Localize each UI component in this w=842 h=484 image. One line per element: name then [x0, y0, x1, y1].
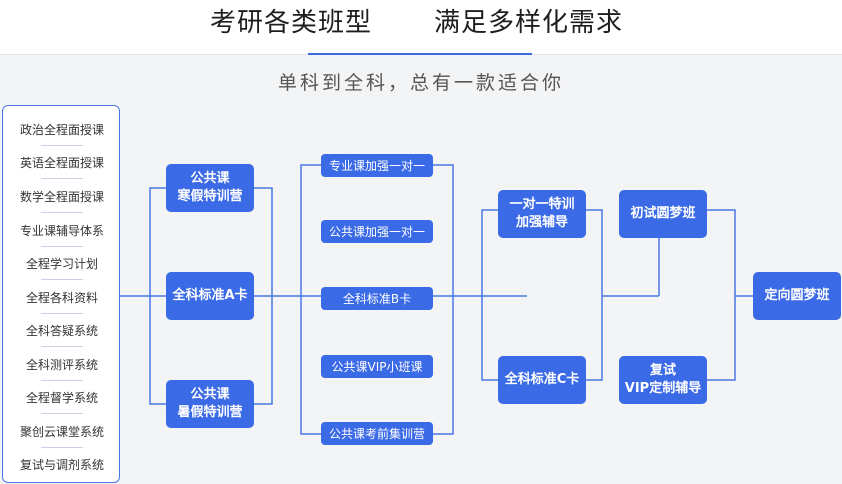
page-title-right: 满足多样化需求: [434, 8, 624, 38]
connector: [300, 164, 321, 435]
node-public-one-on-one: 公共课加强一对一: [321, 220, 433, 243]
service-divider: [41, 178, 83, 179]
service-divider: [41, 279, 83, 280]
connector: [586, 209, 603, 381]
node-intensive-camp: 公共课考前集训营: [321, 422, 433, 445]
service-item: 聚创云课堂系统: [19, 425, 104, 439]
node-major-one-on-one: 专业课加强一对一: [321, 154, 433, 177]
service-item: 复试与调剂系统: [19, 458, 104, 472]
node-directed-class: 定向圆梦班: [753, 272, 841, 320]
connector: [707, 209, 736, 381]
node-summer-camp: 公共课 暑假特训营: [166, 380, 254, 428]
connector: [149, 187, 166, 405]
service-divider: [41, 380, 83, 381]
service-item: 专业课辅导体系: [19, 224, 104, 238]
service-item: 数学全程面授课: [19, 190, 104, 204]
title-underline: [308, 53, 532, 55]
service-divider: [41, 212, 83, 213]
connector: [433, 164, 454, 435]
node-card-c: 全科标准C卡: [498, 356, 586, 404]
service-divider: [41, 145, 83, 146]
service-item: 全科测评系统: [25, 358, 98, 372]
service-divider: [41, 346, 83, 347]
page-title-left: 考研各类班型: [210, 8, 373, 38]
service-divider: [41, 447, 83, 448]
service-item: 全科答疑系统: [25, 324, 98, 338]
node-card-a: 全科标准A卡: [166, 272, 254, 320]
node-retest-vip: 复试 VIP定制辅导: [619, 356, 707, 404]
node-initial-exam-class: 初试圆梦班: [619, 190, 707, 238]
service-divider: [41, 313, 83, 314]
node-winter-camp: 公共课 寒假特训营: [166, 164, 254, 212]
service-item: 全程各科资料: [25, 291, 98, 305]
service-item: 英语全程面授课: [19, 156, 104, 170]
service-item: 全程学习计划: [25, 257, 98, 271]
service-item: 全程督学系统: [25, 391, 98, 405]
service-divider: [41, 413, 83, 414]
page-subtitle: 单科到全科，总有一款适合你: [277, 72, 564, 94]
service-divider: [41, 246, 83, 247]
services-panel: 政治全程面授课 英语全程面授课 数学全程面授课 专业课辅导体系 全程学习计划 全…: [2, 105, 120, 483]
header-band: 考研各类班型 满足多样化需求: [0, 0, 842, 55]
node-one-on-one-training: 一对一特训 加强辅导: [498, 190, 586, 238]
node-vip-small-class: 公共课VIP小班课: [321, 355, 433, 378]
node-card-b: 全科标准B卡: [321, 287, 433, 310]
service-item: 政治全程面授课: [19, 123, 104, 137]
connector: [481, 209, 498, 381]
